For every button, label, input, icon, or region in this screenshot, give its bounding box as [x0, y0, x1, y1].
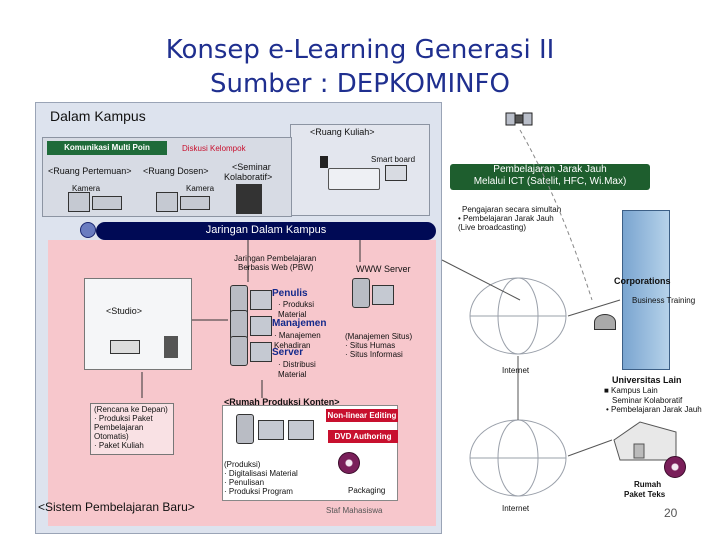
production-item-4: · Produksi Program [224, 487, 293, 496]
house-icon [610, 420, 680, 464]
author-label: Penulis [272, 288, 308, 299]
students-group-icon [328, 168, 380, 190]
other-university-label: Universitas Lain [612, 375, 682, 385]
production-server-icon [236, 414, 254, 444]
plan-item-4: Otomatis) [94, 432, 129, 441]
remote-learning-label: • Pembelajaran Jarak Jauh [606, 405, 702, 414]
plan-item-2: · Produksi Paket [94, 414, 153, 423]
server-item-1: · Distribusi [278, 360, 316, 369]
lecturer-icon [320, 156, 328, 168]
nonlinear-editing-tag: Non-linear Editing [326, 409, 398, 422]
smart-board-icon [385, 165, 407, 181]
text-package-label: Paket Teks [624, 490, 666, 499]
author-item-1: · Produksi [278, 300, 315, 309]
management-label: Manajemen [272, 318, 327, 329]
corporation-building-icon [622, 210, 670, 370]
studio-label: <Studio> [106, 306, 143, 316]
seminar-label-2: Kolaboratif> [224, 172, 273, 182]
plan-item-5: · Paket Kuliah [94, 441, 144, 450]
campus-network-bar: Jaringan Dalam Kampus [96, 222, 436, 240]
internet-to-corporation-line [567, 299, 621, 317]
network-endpoint-icon [80, 222, 96, 238]
desk-icon-1 [92, 196, 122, 210]
title-line-1: Konsep e-Learning Generasi II [165, 35, 555, 65]
pc-icon-2 [156, 192, 178, 212]
collaborative-seminar-label: Seminar Kolaboratif [612, 396, 683, 405]
pc-icon-1 [68, 192, 90, 212]
page-number: 20 [664, 506, 678, 520]
broadcast-info-1: Pengajaran secara simultan [462, 205, 562, 214]
meeting-room-label: <Ruang Pertemuan> [48, 166, 132, 176]
site-management-label: (Manajemen Situs) [345, 332, 413, 341]
pbw-label-2: Berbasis Web (PBW) [238, 263, 314, 272]
title-line-2: Sumber : DEPKOMINFO [210, 69, 510, 99]
www-server-icon [352, 278, 370, 308]
production-monitor-1 [258, 420, 284, 440]
seminar-label-1: <Seminar [232, 162, 271, 172]
production-item-1: (Produksi) [224, 460, 261, 469]
multipoint-tag: Komunikasi Multi Poin [47, 141, 167, 155]
management-monitor-icon [250, 316, 272, 336]
studio-camera-icon [164, 336, 178, 358]
plan-item-3: Pembelajaran [94, 423, 144, 432]
satellite-dish-icon [594, 314, 616, 330]
home-label: Rumah [634, 480, 662, 489]
internet-to-home-line [567, 439, 613, 457]
other-campus-label: ■ Kampus Lain [604, 386, 658, 395]
broadcast-info-2: • Pembelajaran Jarak Jauh [458, 214, 554, 223]
www-monitor-icon [372, 285, 394, 305]
site-pr-label: · Situs Humas [345, 341, 396, 350]
broadcast-info-3: (Live broadcasting) [458, 223, 527, 232]
production-item-2: · Digitalisasi Material [224, 469, 298, 478]
satellite-link-line [519, 129, 593, 301]
camera-label-1: Kamera [72, 184, 101, 193]
lecture-room-label: <Ruang Kuliah> [310, 127, 375, 137]
lecturer-room-label: <Ruang Dosen> [143, 166, 209, 176]
content-production-label: <Rumah Produksi Konten> [224, 397, 340, 407]
author-monitor-icon [250, 290, 272, 310]
corporations-label: Corporations [614, 276, 671, 286]
satellite-icon [504, 104, 534, 134]
desk-icon-2 [180, 196, 210, 210]
www-server-label: WWW Server [356, 264, 411, 274]
distance-learning-tag: Pembelajaran Jarak Jauh Melalui ICT (Sat… [450, 164, 650, 190]
student-staff-label: Staf Mahasiswa [326, 506, 383, 515]
management-item-1: · Manajemen [274, 331, 321, 340]
distance-learning-line-1: Pembelajaran Jarak Jauh [493, 164, 607, 175]
dvd-disc-icon [338, 452, 360, 474]
management-item-2: Kehadiran [274, 341, 311, 350]
pbw-label-1: Jaringan Pembelajaran [234, 254, 317, 263]
campus-label: Dalam Kampus [50, 108, 146, 124]
plan-item-1: (Rencana ke Depan) [94, 405, 168, 414]
home-disc-icon [664, 456, 686, 478]
server-icon [230, 336, 248, 366]
seminar-equipment-icon [236, 184, 262, 214]
packaging-label: Packaging [348, 486, 386, 495]
server-monitor-icon [250, 342, 272, 362]
dvd-authoring-tag: DVD Authoring [328, 430, 398, 443]
business-training-label: Business Training [632, 296, 696, 305]
production-item-3: · Penulisan [224, 478, 265, 487]
plan-box [90, 403, 174, 455]
internet-label-1: Internet [502, 366, 530, 375]
camera-label-2: Kamera [186, 184, 215, 193]
discussion-label: Diskusi Kelompok [182, 144, 246, 153]
production-monitor-2 [288, 420, 314, 440]
server-label: Server [272, 347, 304, 358]
server-item-2: Material [278, 370, 307, 379]
distance-learning-line-2: Melalui ICT (Satelit, HFC, Wi.Max) [473, 176, 627, 187]
smart-board-label: Smart board [371, 155, 416, 164]
internet-label-2: Internet [502, 504, 530, 513]
new-learning-system-label: <Sistem Pembelajaran Baru> [38, 500, 195, 514]
campus-to-internet-line [441, 259, 521, 301]
studio-desk-icon [110, 340, 140, 354]
globe-icon-1 [468, 276, 568, 356]
author-item-2: Material [278, 310, 307, 319]
site-info-label: · Situs Informasi [345, 350, 403, 359]
